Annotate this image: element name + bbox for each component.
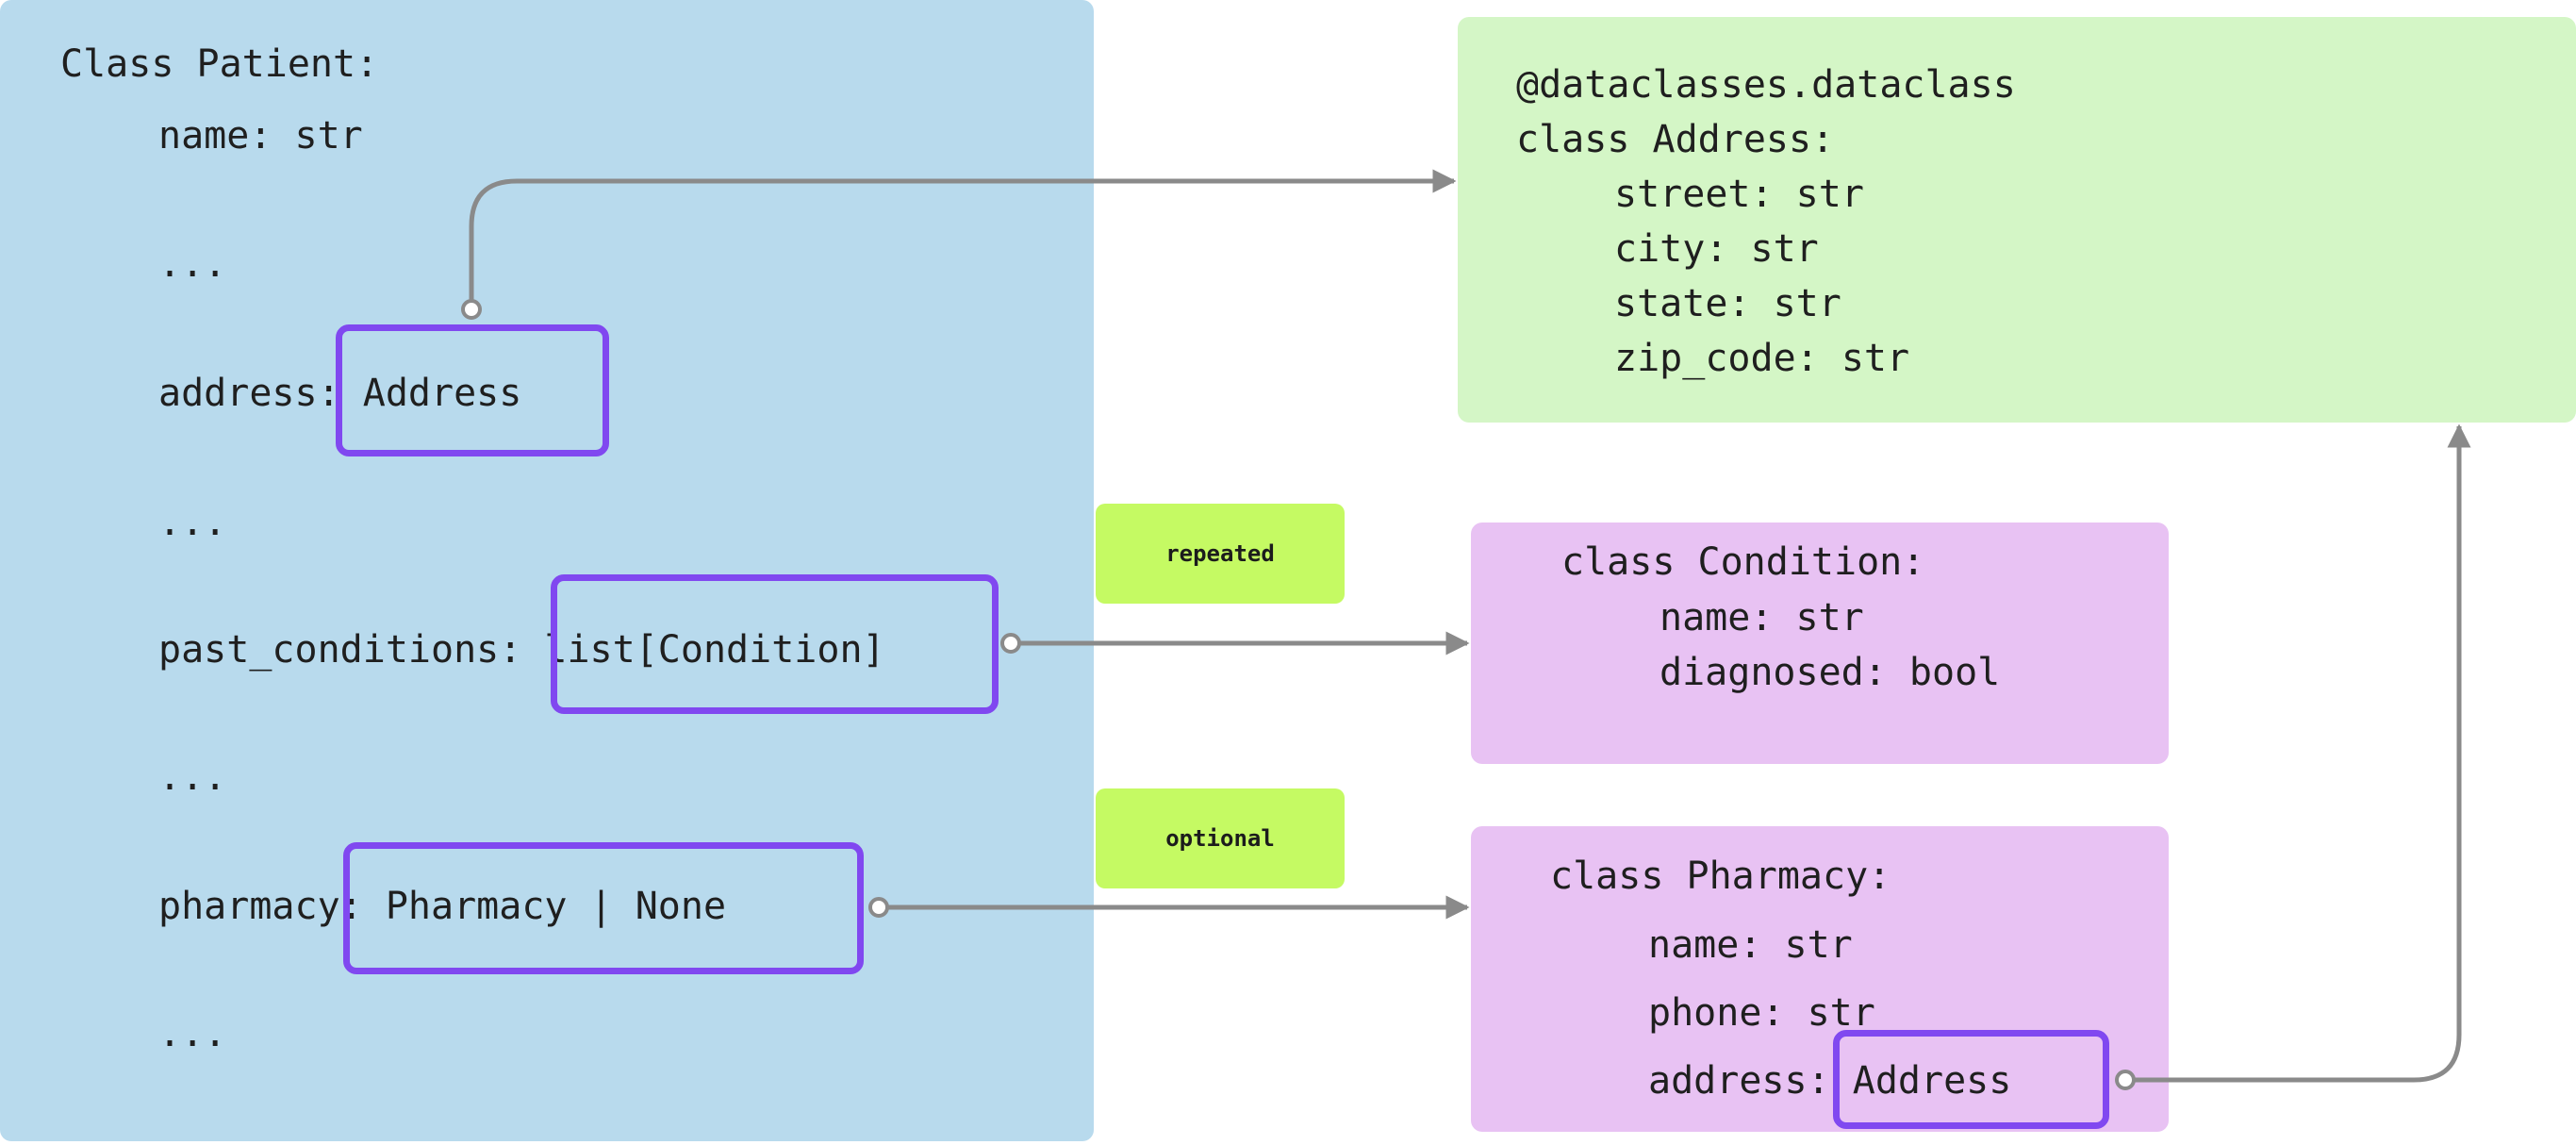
address-class-panel	[1458, 17, 2576, 423]
pharmacy-address-type-highlight	[1833, 1030, 2109, 1129]
condition-class-panel	[1471, 523, 2169, 764]
address-class-header: class Address:	[1516, 118, 1835, 161]
pharmacy-address-connector	[2125, 423, 2471, 1083]
address-field: street: str	[1614, 173, 1864, 216]
condition-field: name: str	[1660, 596, 1864, 639]
patient-address-field: address: Address	[158, 372, 522, 415]
pharmacy-field: address: Address	[1648, 1059, 2012, 1103]
patient-pharmacy-field: pharmacy: Pharmacy | None	[158, 885, 727, 928]
patient-name-field: name: str	[158, 114, 363, 158]
connector-origin-dot	[2115, 1070, 2136, 1090]
connector-origin-dot	[1000, 633, 1021, 654]
pharmacy-field: phone: str	[1648, 991, 1875, 1035]
patient-address-connector	[469, 169, 1457, 309]
pharmacy-field: name: str	[1648, 923, 1853, 967]
connector-origin-dot	[868, 897, 889, 918]
address-decorator: @dataclasses.dataclass	[1516, 63, 2016, 107]
patient-class-panel	[0, 0, 1094, 1141]
pharmacy-optional-type-highlight	[343, 842, 864, 974]
patient-past-conditions-field: past_conditions: list[Condition]	[158, 628, 885, 672]
condition-class-header: class Condition:	[1561, 540, 1925, 584]
condition-field: diagnosed: bool	[1660, 651, 2001, 694]
connector-origin-dot	[461, 299, 482, 320]
address-field: city: str	[1614, 227, 1819, 271]
repeated-tag: repeated	[1096, 504, 1345, 604]
condition-list-type-highlight	[551, 574, 999, 714]
patient-ellipsis: ...	[158, 755, 227, 799]
address-type-highlight	[336, 324, 609, 456]
patient-ellipsis: ...	[158, 242, 227, 286]
optional-tag: optional	[1096, 788, 1345, 888]
address-field: state: str	[1614, 282, 1841, 325]
patient-ellipsis: ...	[158, 1012, 227, 1055]
patient-class-title: Class Patient:	[60, 42, 379, 86]
pharmacy-class-panel	[1471, 826, 2169, 1132]
patient-ellipsis: ...	[158, 501, 227, 544]
pharmacy-class-header: class Pharmacy:	[1550, 855, 1891, 898]
address-field: zip_code: str	[1614, 337, 1910, 380]
